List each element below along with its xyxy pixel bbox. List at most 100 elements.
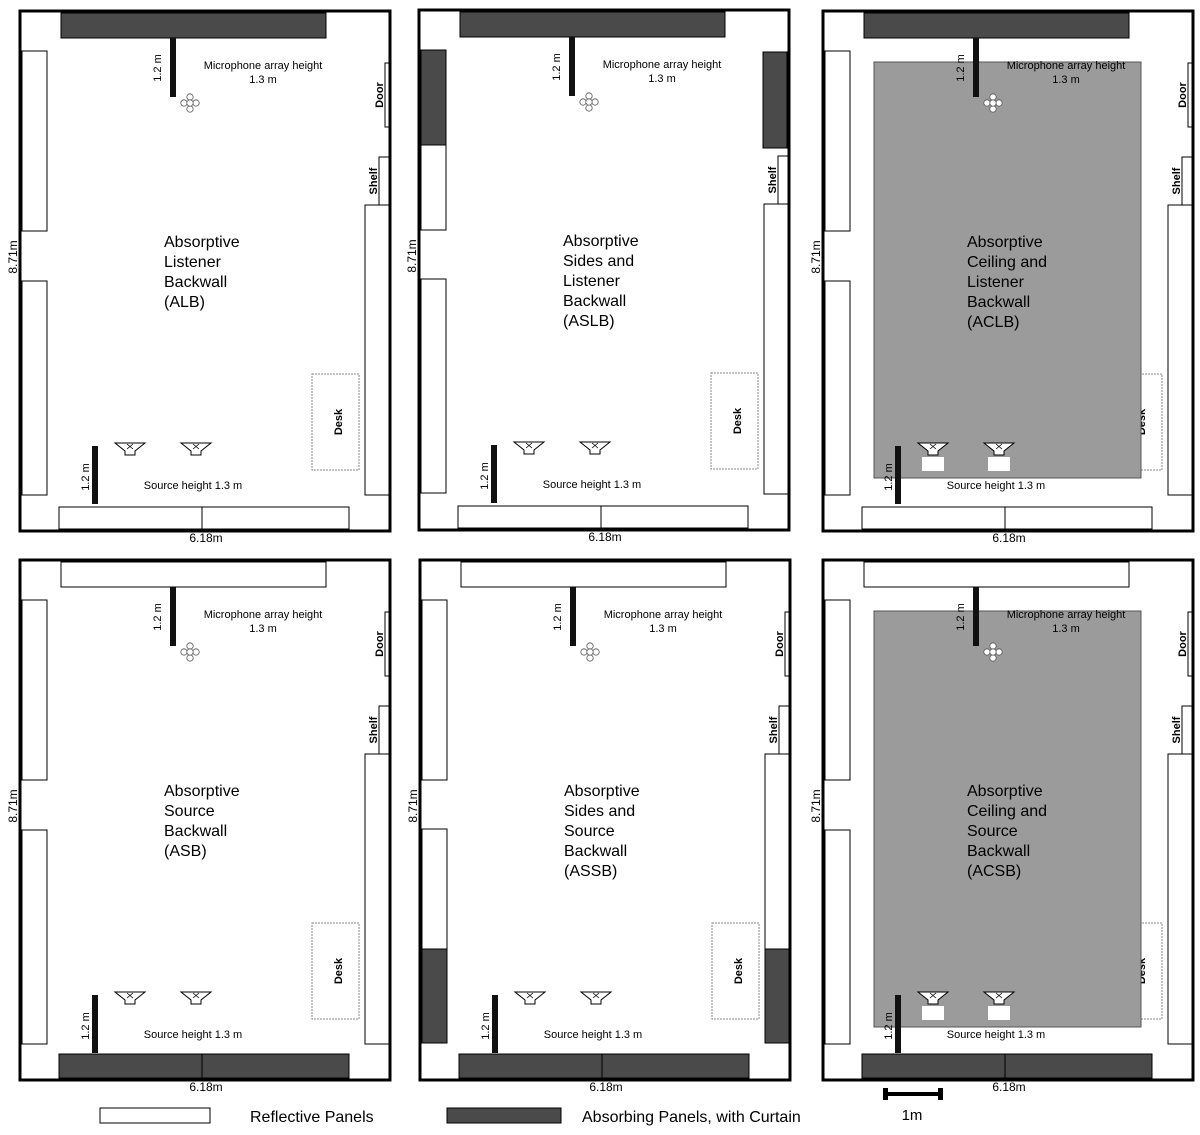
microphone-capsule — [186, 99, 194, 107]
microphone-capsule — [591, 98, 599, 106]
mic-height-label: Microphone array height — [1007, 609, 1126, 621]
absorbing-panel-listener-backwall — [60, 12, 327, 39]
configuration-title-line: Backwall — [967, 843, 1030, 860]
source-backwall-panel — [600, 505, 749, 529]
speaker-cross — [192, 992, 200, 999]
configuration-title-line: Sides and — [564, 803, 635, 820]
absorbing-panel-listener-backwall — [863, 12, 1130, 39]
room-width-label: 6.18m — [189, 1080, 222, 1094]
source-stand-height-label: 1.2 m — [883, 1012, 895, 1040]
mic-height-value: 1.3 m — [1052, 74, 1080, 86]
legend-reflective-swatch — [99, 1107, 211, 1124]
microphone-array-icon — [180, 642, 200, 662]
microphone-capsule — [186, 648, 194, 656]
mic-height-value: 1.3 m — [648, 73, 676, 85]
speaker-cone — [179, 442, 213, 456]
reflective-panel-right — [364, 204, 390, 496]
room-width-label: 6.18m — [992, 1080, 1025, 1094]
microphone-capsule — [586, 648, 594, 656]
speaker-cone — [916, 442, 950, 456]
room-width-label: 6.18m — [189, 531, 222, 545]
microphone-capsule — [585, 92, 593, 100]
reflective-panel-listener-backwall — [460, 561, 727, 588]
shelf-label: Shelf — [1171, 716, 1183, 743]
configuration-title-line: Backwall — [563, 293, 626, 310]
loudspeaker-icon — [512, 441, 546, 455]
source-backwall-panel — [861, 506, 1008, 530]
legend-reflective-label: Reflective Panels — [250, 1109, 374, 1126]
microphone-capsule — [186, 93, 194, 101]
legend-absorbing-label: Absorbing Panels, with Curtain — [582, 1109, 801, 1126]
configuration-title-line: (ASLB) — [563, 313, 615, 330]
desk-label: Desk — [333, 408, 345, 435]
source-backwall-panel — [1004, 506, 1153, 530]
source-backwall-panel — [201, 1053, 350, 1079]
source-backwall-panel — [458, 1053, 605, 1079]
reflective-panel-right — [764, 753, 790, 950]
source-backwall-panel — [201, 506, 350, 530]
source-backwall-panel — [58, 1053, 205, 1079]
speaker-stand-box — [988, 457, 1010, 471]
speaker-cross — [192, 443, 200, 450]
room-length-label: 8.71m — [406, 789, 420, 822]
microphone-capsule — [989, 648, 997, 656]
microphone-capsule — [580, 648, 588, 656]
reflective-panel-left — [824, 829, 851, 1045]
reflective-panel-left — [824, 50, 851, 232]
configuration-title-line: (ASSB) — [564, 863, 617, 880]
room-length-label: 8.71m — [809, 240, 823, 273]
room-length-label: 8.71m — [6, 240, 20, 273]
reflective-panel-left — [824, 599, 851, 781]
speaker-cone — [179, 991, 213, 1005]
microphone-array-icon — [579, 92, 599, 112]
shelf — [777, 155, 789, 205]
door — [384, 611, 390, 677]
microphone-capsule — [586, 654, 594, 662]
microphone-stand — [973, 587, 979, 646]
mic-height-label: Microphone array height — [1007, 60, 1126, 72]
source-stand — [491, 445, 497, 503]
microphone-stand — [170, 38, 176, 97]
absorbing-panel-listener-backwall — [459, 11, 726, 38]
microphone-capsule — [180, 99, 188, 107]
configuration-title-line: Absorptive — [564, 783, 640, 800]
microphone-stand — [569, 37, 575, 96]
configuration-title-line: Listener — [967, 274, 1025, 291]
shelf — [778, 705, 790, 755]
scale-bar — [883, 1088, 943, 1100]
source-stand-height-label: 1.2 m — [883, 463, 895, 491]
mic-stand-height-label: 1.2 m — [955, 54, 967, 82]
source-height-label: Source height 1.3 m — [947, 480, 1045, 492]
mic-height-value: 1.3 m — [649, 623, 677, 635]
reflective-panel-left — [21, 50, 48, 232]
configuration-title-line: Backwall — [967, 294, 1030, 311]
absorbing-panel-left — [421, 948, 448, 1044]
speaker-cone — [982, 991, 1016, 1005]
microphone-array-icon — [180, 93, 200, 113]
source-backwall-panel — [601, 1053, 750, 1079]
loudspeaker-icon — [513, 991, 547, 1005]
microphone-capsule — [192, 99, 200, 107]
speaker-cone — [916, 991, 950, 1005]
room-walls — [418, 558, 792, 1082]
microphone-capsule — [989, 93, 997, 101]
configuration-title-line: Source — [164, 803, 215, 820]
loudspeaker-icon — [579, 991, 613, 1005]
shelf-label: Shelf — [1171, 167, 1183, 194]
microphone-capsule — [186, 105, 194, 113]
microphone-capsule — [186, 654, 194, 662]
microphone-capsule — [586, 642, 594, 650]
mic-height-value: 1.3 m — [1052, 623, 1080, 635]
configuration-title-line: Listener — [563, 273, 621, 290]
reflective-panel-listener-backwall — [863, 561, 1130, 588]
room-walls — [18, 9, 392, 533]
reflective-panel-left — [21, 599, 48, 781]
configuration-title-line: Source — [564, 823, 615, 840]
door — [784, 611, 790, 677]
speaker-cone — [512, 441, 546, 455]
source-height-label: Source height 1.3 m — [543, 479, 641, 491]
shelf-label: Shelf — [368, 716, 380, 743]
mic-stand-height-label: 1.2 m — [955, 603, 967, 631]
desk-label: Desk — [733, 957, 745, 984]
